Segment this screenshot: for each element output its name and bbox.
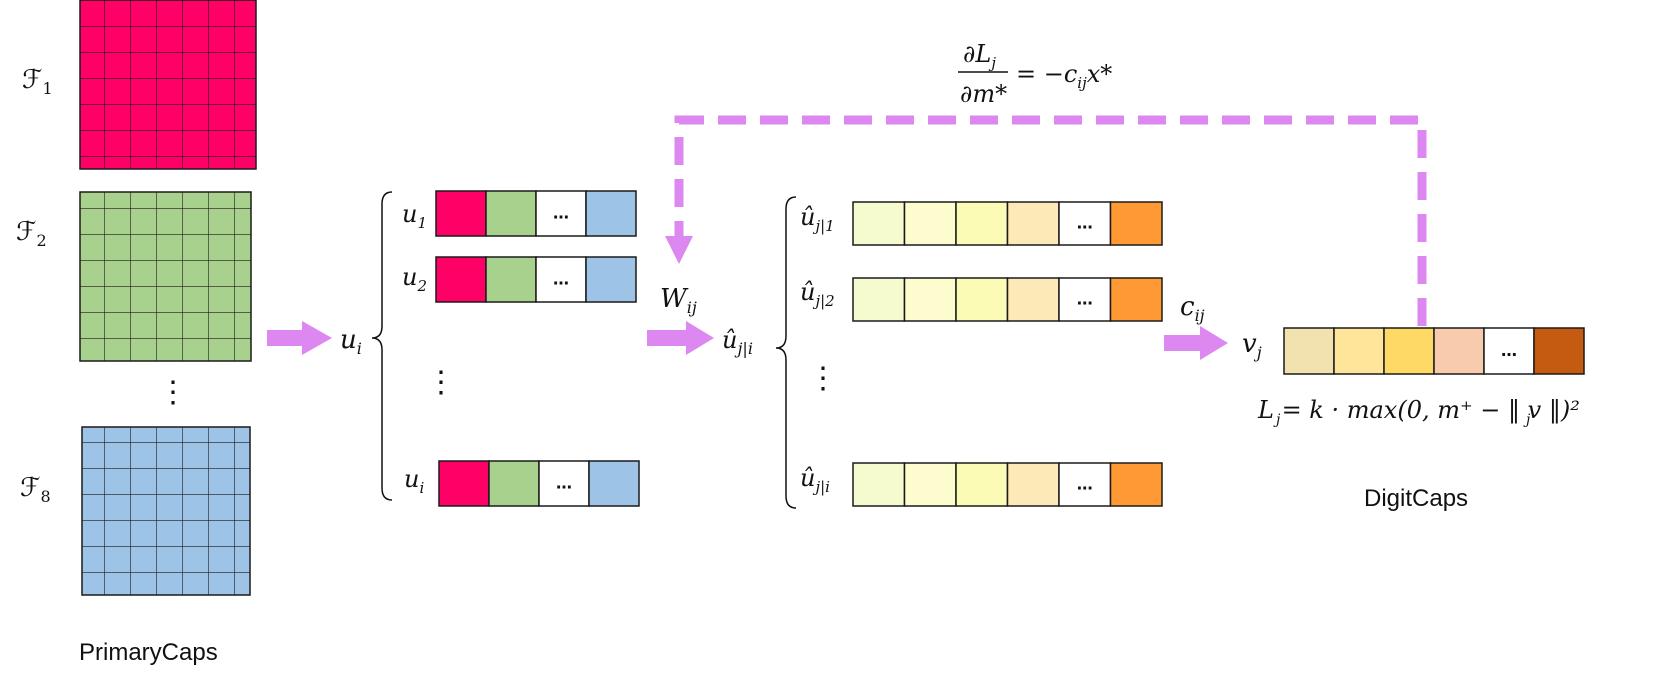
u-hat-j-i-cell-3 (955, 462, 1009, 507)
svg-text:∂m*: ∂m* (960, 80, 1007, 108)
feedback-dashed-path (674, 115, 1427, 326)
svg-text:= −cijx*: = −cijx* (1016, 60, 1112, 92)
u-i-cell-2 (488, 460, 540, 507)
u-i-cell-4 (588, 460, 640, 507)
u-hat-j-2-cell-4 (1006, 277, 1060, 322)
arrow-to-u (267, 321, 332, 355)
feature-map-8 (81, 426, 251, 596)
feature-map-2-label: ℱ2 (16, 217, 47, 250)
feature-map-2 (79, 191, 252, 362)
u-2-ellipsis: … (553, 270, 569, 289)
v-j-cell-4 (1433, 327, 1485, 375)
v-j-label: vj (1242, 329, 1262, 362)
u-1-label: u1 (402, 200, 427, 232)
arrow-c-ij (1164, 326, 1228, 360)
u-brace (371, 191, 393, 501)
v-j-cell-5 (1483, 327, 1535, 375)
u-1-cell-2 (485, 190, 537, 237)
u-2-cell-4 (585, 256, 637, 303)
u-i-row-label: ui (404, 465, 424, 497)
u-hat-j-2-vector: … (852, 277, 1163, 322)
u-i-label: ui (340, 325, 362, 358)
u-hat-j-1-vector: … (852, 201, 1163, 246)
u-hat-j-1-ellipsis: … (1077, 214, 1093, 233)
u-hat-j-1-cell-3 (955, 201, 1009, 246)
digit-caps-caption: DigitCaps (1364, 485, 1468, 512)
u-hat-j-1-cell-1 (852, 201, 906, 246)
u-hat-j-i-ellipsis: … (1077, 475, 1093, 494)
feature-map-1 (79, 0, 257, 170)
u-2-cell-1 (435, 256, 487, 303)
feature-map-1-label: ℱ1 (22, 65, 53, 98)
u-hat-j-i-cell-6 (1109, 462, 1163, 507)
u-i-ellipsis: … (556, 474, 572, 493)
u-hat-j-i-cell-1 (852, 462, 906, 507)
v-j-ellipsis: … (1501, 341, 1517, 360)
v-j-cell-6 (1533, 327, 1585, 375)
u-i-vector: … (438, 460, 640, 507)
u-hat-j-1-cell-2 (903, 201, 957, 246)
feedback-arrowhead (665, 236, 693, 264)
u-hat-j-2-cell-1 (852, 277, 906, 322)
loss-formula: L = k · max(0, m⁺ − ‖ v ‖)² (1257, 396, 1580, 425)
u-hat-j-i-cell-4 (1006, 462, 1060, 507)
svg-text:∂Lj: ∂Lj (963, 40, 996, 72)
u-hat-j-1-label: ûj|1 (800, 203, 835, 235)
u-hat-j-i-cell-5 (1058, 462, 1112, 507)
loss-formula-sub-j: j (1273, 412, 1281, 428)
u-hat-j-1-cell-4 (1006, 201, 1060, 246)
u-hat-j-2-cell-3 (955, 277, 1009, 322)
u-hat-j-i-cell-2 (903, 462, 957, 507)
v-j-cell-3 (1383, 327, 1435, 375)
feature-map-8-label: ℱ8 (20, 473, 51, 506)
u-2-vector: … (435, 256, 637, 303)
u-hat-j-2-cell-2 (903, 277, 957, 322)
u-2-cell-3 (535, 256, 587, 303)
v-j-cell-1 (1283, 327, 1335, 375)
u-hat-j-i-vector: … (852, 462, 1163, 507)
u-hat-j-2-cell-5 (1058, 277, 1112, 322)
u-1-cell-4 (585, 190, 637, 237)
u-2-cell-2 (485, 256, 537, 303)
c-ij-label: cij (1180, 292, 1205, 325)
u-1-vector: … (435, 190, 637, 237)
u-i-cell-3 (538, 460, 590, 507)
u-hat-j-i-row-label: ûj|i (800, 464, 830, 496)
w-ij-label: Wij (660, 284, 697, 317)
u-hat-j-1-cell-5 (1058, 201, 1112, 246)
u-1-cell-1 (435, 190, 487, 237)
u-hat-brace (775, 196, 797, 509)
loss-formula-sub-j2: j (1523, 412, 1531, 428)
v-j-vector: … (1283, 327, 1585, 375)
feature-maps-vdots: ⋮ (158, 375, 188, 410)
v-j-cell-2 (1333, 327, 1385, 375)
arrow-w-ij (647, 321, 714, 355)
primary-caps-caption: PrimaryCaps (79, 639, 218, 666)
u-hat-j-2-label: ûj|2 (800, 278, 835, 310)
u-i-cell-1 (438, 460, 490, 507)
u-hat-j-2-cell-6 (1109, 277, 1163, 322)
u-hat-j-2-ellipsis: … (1077, 290, 1093, 309)
u-2-label: u2 (402, 263, 427, 295)
u-1-ellipsis: … (553, 204, 569, 223)
u-hat-j-i-label: ûj|i (722, 326, 753, 358)
u-hat-vectors-vdots: ⋮ (808, 361, 838, 396)
u-hat-j-1-cell-6 (1109, 201, 1163, 246)
gradient-formula: ∂Lj ∂m* = −cijx* (958, 40, 1112, 108)
u-vectors-vdots: ⋮ (426, 365, 456, 400)
